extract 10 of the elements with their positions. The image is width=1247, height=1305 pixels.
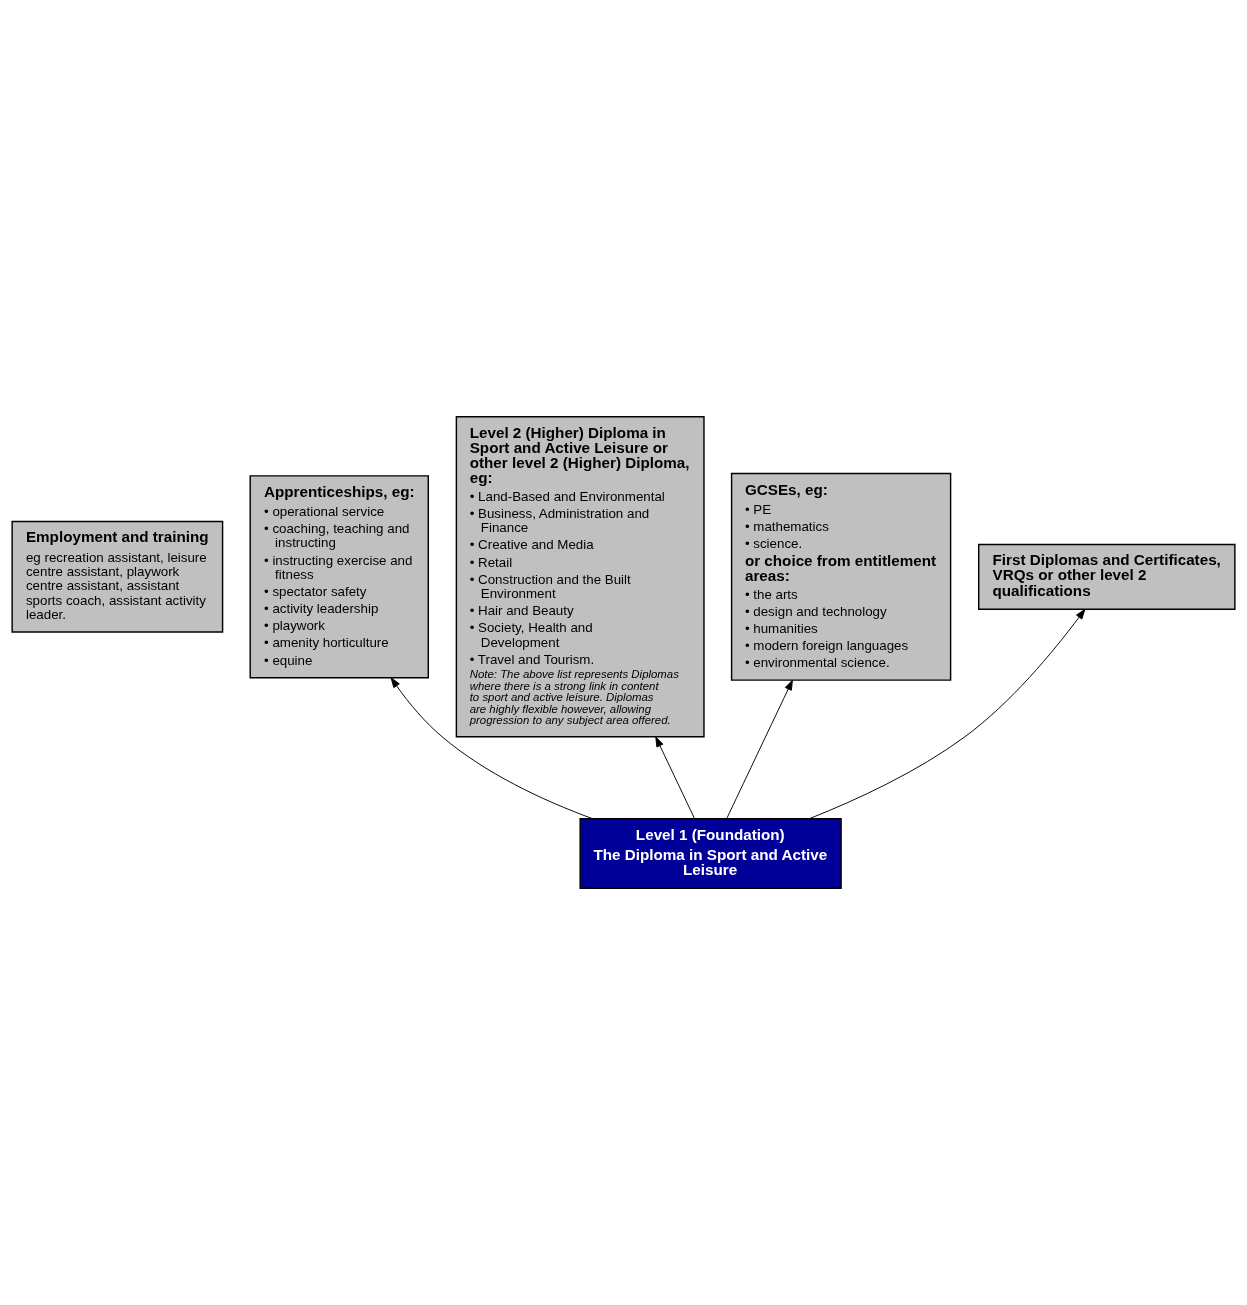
node-box: GCSEs, eg: • PE • mathematics • science. or choice from entitlement areas: • the arts • design and technology • humanities • modern foreign languages • environmental science. — [730, 472, 952, 681]
arrow — [726, 679, 793, 819]
node-box: First Diplomas and Certificates, VRQs or other level 2 qualifications — [978, 543, 1236, 610]
node-box: Employment and training eg recreation assistant, leisure centre assistant, playwork centre assistant, assistant sports coach, assistant activity leader. — [11, 520, 224, 633]
arrow — [655, 736, 695, 819]
node-box: Apprenticeships, eg: • operational service • coaching, teaching and instructing • instructing exercise and fitness • spectator safety • activity leadership • playwork • amenity horticulture • equine — [249, 475, 429, 679]
node-box: Level 1 (Foundation) The Diploma in Sport and Active Leisure — [579, 817, 842, 889]
arrow — [808, 608, 1086, 820]
node-box: Level 2 (Higher) Diploma in Sport and Active Leisure or other level 2 (Higher) Diploma, eg: • Land-Based and Environmental • Business, Administration and Finance • Creative and Media • Retail • Construction and the Built Environment • Hair and Beauty • Society, Health and Development • Travel and Tourism. Note: The above list represents Diplomas where there is a strong link in content to sport and active leisure. Diplomas are highly flexible however, allowing progression to any subject area offered. — [455, 416, 705, 738]
arrow — [390, 677, 593, 820]
